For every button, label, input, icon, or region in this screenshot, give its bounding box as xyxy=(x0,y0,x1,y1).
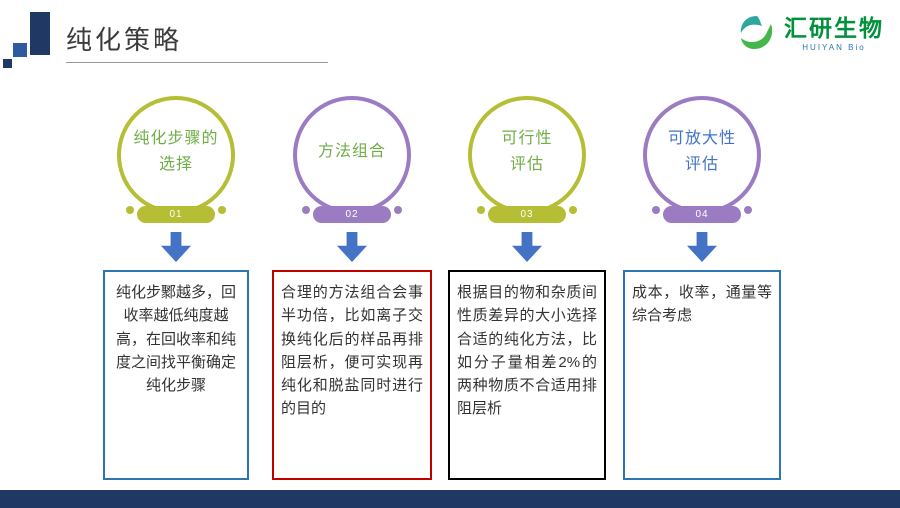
step-4-description: 成本，收率，通量等综合考虑 xyxy=(623,270,781,480)
footer-bar xyxy=(0,490,900,508)
down-arrow-icon xyxy=(687,232,717,262)
step-1-dot-left xyxy=(126,206,134,214)
company-logo: 汇研生物 HUIYAN Bio xyxy=(735,12,884,56)
logo-text: 汇研生物 HUIYAN Bio xyxy=(784,15,884,52)
step-3-dot-right xyxy=(569,206,577,214)
step-4-number-badge: 04 xyxy=(663,206,741,223)
logo-subtitle: HUIYAN Bio xyxy=(802,42,866,52)
step-4-title-line2: 评估 xyxy=(684,156,719,173)
step-4: 可放大性 评估 04 成本，收率，通量等综合考虑 xyxy=(623,96,781,480)
step-1-title: 纯化步骤的 选择 xyxy=(113,96,239,208)
step-3-dot-left xyxy=(477,206,485,214)
step-1-circle: 纯化步骤的 选择 01 xyxy=(113,96,239,226)
step-3: 可行性 评估 03 根据目的物和杂质间性质差异的大小选择合适的纯化方法，比如分子… xyxy=(448,96,606,480)
step-3-title: 可行性 评估 xyxy=(464,96,590,208)
step-4-title-line1: 可放大性 xyxy=(667,129,736,147)
step-2-title-line1: 方法组合 xyxy=(317,142,386,160)
step-1-title-line1: 纯化步骤的 xyxy=(133,129,219,147)
decoration-square-medium xyxy=(13,43,27,57)
down-arrow-icon xyxy=(161,232,191,262)
step-3-title-line2: 评估 xyxy=(509,156,544,173)
down-arrow-icon xyxy=(512,232,542,262)
decoration-square-small xyxy=(3,59,12,68)
down-arrow-icon xyxy=(337,232,367,262)
step-4-circle: 可放大性 评估 04 xyxy=(639,96,765,226)
step-2-dot-right xyxy=(394,206,402,214)
title-underline xyxy=(66,62,328,63)
step-4-dot-right xyxy=(744,206,752,214)
step-4-dot-left xyxy=(652,206,660,214)
step-1-title-line2: 选择 xyxy=(158,156,193,173)
step-3-circle: 可行性 评估 03 xyxy=(464,96,590,226)
logo-name: 汇研生物 xyxy=(784,15,884,42)
step-2-dot-left xyxy=(302,206,310,214)
step-2-circle: 方法组合 02 xyxy=(289,96,415,226)
step-3-number-badge: 03 xyxy=(488,206,566,223)
step-1: 纯化步骤的 选择 01 纯化步鄹越多，回收率越低纯度越高，在回收率和纯度之间找平… xyxy=(103,96,249,480)
step-4-title: 可放大性 评估 xyxy=(639,96,765,208)
step-1-description: 纯化步鄹越多，回收率越低纯度越高，在回收率和纯度之间找平衡确定纯化步骤 xyxy=(103,270,249,480)
step-2-description: 合理的方法组合会事半功倍，比如离子交换纯化后的样品再排阻层析，便可实现再纯化和脱… xyxy=(272,270,432,480)
step-1-dot-right xyxy=(218,206,226,214)
page-title: 纯化策略 xyxy=(66,25,183,55)
decoration-square-large xyxy=(30,12,50,55)
step-3-description: 根据目的物和杂质间性质差异的大小选择合适的纯化方法，比如分子量相差2%的两种物质… xyxy=(448,270,606,480)
step-2-title: 方法组合 xyxy=(289,96,415,208)
step-1-number-badge: 01 xyxy=(137,206,215,223)
step-2: 方法组合 02 合理的方法组合会事半功倍，比如离子交换纯化后的样品再排阻层析，便… xyxy=(272,96,432,480)
step-2-number-badge: 02 xyxy=(313,206,391,223)
step-3-title-line1: 可行性 xyxy=(501,129,553,147)
logo-swirl-icon xyxy=(740,16,773,49)
